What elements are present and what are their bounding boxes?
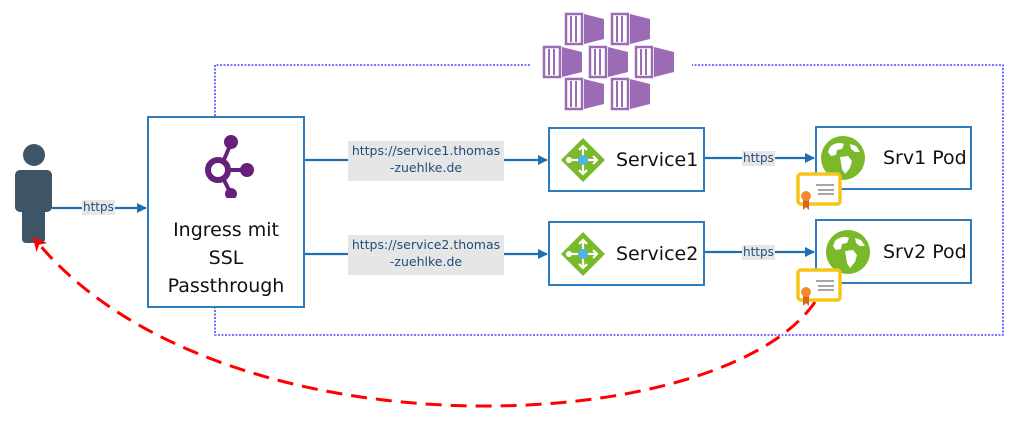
ingress-hub-icon xyxy=(205,135,254,198)
edge-label-user-ingress: https xyxy=(82,200,115,215)
return-path-arrow xyxy=(32,236,817,408)
route1-url-line1: https://service1.thomas xyxy=(351,143,501,158)
edge-label-service1-pod1: https xyxy=(742,151,775,166)
edge-label-service2-pod2: https xyxy=(742,245,775,260)
service1-node[interactable]: Service1 xyxy=(548,127,705,192)
route1-url-label: https://service1.thomas -zuehlke.de xyxy=(348,141,504,181)
route1-url-line2: -zuehlke.de xyxy=(389,160,463,175)
pod2-node[interactable]: Srv2 Pod xyxy=(815,219,972,284)
ingress-label-line1: Ingress mit xyxy=(173,219,279,241)
person-icon xyxy=(15,144,52,243)
cluster-boundary xyxy=(214,64,1004,336)
globe-icon xyxy=(821,136,865,180)
kubernetes-cluster-icon xyxy=(542,12,674,111)
route2-url-line2: -zuehlke.de xyxy=(389,254,463,269)
route2-url-line1: https://service2.thomas xyxy=(351,237,501,252)
service-load-balancer-icon xyxy=(561,138,605,182)
ingress-label-line2: SSL xyxy=(208,247,244,269)
globe-icon xyxy=(826,230,870,274)
ingress-node[interactable]: Ingress mit SSL Passthrough xyxy=(147,116,305,308)
pod1-label: Srv1 Pod xyxy=(883,147,967,169)
route2-url-label: https://service2.thomas -zuehlke.de xyxy=(348,235,504,275)
service2-node[interactable]: Service2 xyxy=(548,221,705,286)
service1-label: Service1 xyxy=(616,149,699,171)
ingress-label-line3: Passthrough xyxy=(167,275,285,297)
certificate-icon xyxy=(796,268,842,306)
pod2-label: Srv2 Pod xyxy=(883,241,967,263)
service2-label: Service2 xyxy=(616,243,699,265)
service-load-balancer-icon xyxy=(561,232,605,276)
certificate-icon xyxy=(796,172,842,210)
